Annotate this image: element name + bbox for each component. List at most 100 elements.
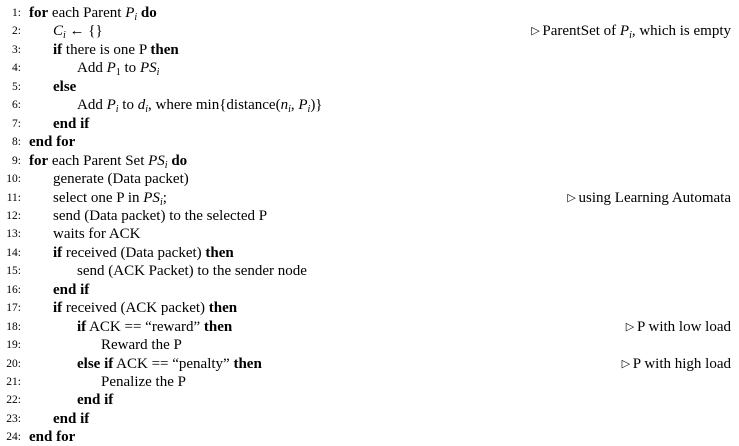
algorithm-line: 22:end if: [0, 391, 739, 409]
math-symbol: P: [125, 5, 135, 21]
line-number: 1:: [12, 7, 21, 19]
keyword: end if: [77, 392, 114, 409]
math-symbol: P: [619, 23, 630, 40]
line-number: 9:: [12, 154, 21, 167]
line-comment: ▷ using Learning Automata: [567, 189, 731, 207]
algorithm-line: 5: else: [0, 78, 739, 96]
line-number: 5:: [12, 80, 21, 93]
line-number: 15:: [6, 265, 21, 278]
code-statement: for each Parent Pi do: [29, 4, 157, 23]
math-symbol: P: [106, 60, 116, 77]
code-statement: send (Data packet) to the selected P: [53, 207, 267, 225]
code-text: Reward the P: [101, 337, 182, 354]
line-number: 20:: [6, 357, 21, 370]
comment-triangle-icon: ▷: [567, 191, 579, 204]
math-symbol: PS: [139, 60, 157, 77]
code-statement: end for: [29, 428, 75, 446]
algorithm-line: 12:send (Data packet) to the selected P: [0, 207, 739, 225]
algorithm-line: 9: for each Parent Set PSi do: [0, 152, 739, 171]
algorithm-line: 1: for each Parent Pi do: [0, 4, 739, 23]
keyword: then: [208, 300, 238, 317]
code-statement: Add P1 to PSi: [77, 59, 159, 78]
math-symbol: PS: [143, 189, 160, 206]
keyword: then: [205, 244, 234, 261]
line-number: 21:: [6, 376, 21, 388]
algorithm-line: 6:Add Pi to di, where min{distance(ni, P…: [0, 96, 739, 116]
math-symbol: i: [159, 196, 163, 208]
algorithm-line: 14:if received (Data packet) then: [0, 244, 739, 262]
line-comment: ▷ P with low load: [626, 318, 731, 336]
code-statement: if there is one P then: [53, 41, 179, 59]
math-symbol: n: [280, 97, 289, 114]
code-statement: if received (Data packet) then: [53, 244, 234, 262]
algorithm-line: 16: end if: [0, 281, 739, 299]
algorithm-line: 13:waits for ACK: [0, 225, 739, 243]
keyword: end if: [53, 410, 90, 427]
code-text: , where min{distance(: [148, 97, 281, 114]
code-text: ;: [162, 189, 167, 206]
algorithm-line: 2:Ci ← {}▷ ParentSet of Pi, which is emp…: [0, 22, 739, 41]
code-text: received (Data packet): [62, 244, 206, 261]
keyword: else: [53, 78, 77, 95]
code-text: )}: [310, 97, 323, 114]
code-statement: end if: [77, 391, 113, 409]
code-text: send (Data packet) to the selected P: [53, 207, 268, 224]
code-statement: waits for ACK: [53, 225, 141, 243]
keyword: do: [140, 5, 157, 21]
keyword: if: [53, 244, 63, 261]
code-text: to: [118, 97, 138, 114]
line-number: 3:: [12, 43, 21, 56]
keyword: then: [233, 355, 262, 372]
math-symbol: PS: [148, 152, 165, 169]
algorithm-line: 4:Add P1 to PSi: [0, 59, 739, 78]
line-number: 6:: [12, 99, 21, 112]
algorithm-line: 11:select one P in PSi;▷ using Learning …: [0, 189, 739, 208]
keyword: if: [53, 41, 63, 58]
code-text: to: [120, 60, 140, 77]
code-statement: end if: [53, 410, 89, 428]
code-text: waits for ACK: [53, 226, 141, 243]
algorithm-line: 7:end if: [0, 115, 739, 133]
code-statement: if received (ACK packet) then: [53, 299, 237, 317]
algorithm-line: 21:Penalize the P: [0, 373, 739, 391]
code-statement: if ACK == “reward” then: [77, 318, 232, 336]
algorithm-line: 24: end for: [0, 428, 739, 446]
code-text: ParentSet of: [542, 23, 620, 40]
code-statement: end if: [53, 281, 89, 299]
code-text: send (ACK Packet) to the sender node: [77, 263, 307, 280]
algorithm-line: 17:if received (ACK packet) then: [0, 299, 739, 317]
line-number: 24:: [6, 431, 21, 444]
keyword: end for: [29, 429, 76, 446]
line-number: 23:: [6, 412, 21, 425]
code-statement: send (ACK Packet) to the sender node: [77, 262, 307, 280]
line-number: 16:: [6, 283, 21, 296]
code-statement: select one P in PSi;: [53, 189, 167, 208]
keyword: end for: [29, 134, 76, 151]
math-symbol: i: [115, 104, 119, 116]
keyword: then: [203, 318, 233, 335]
code-statement: generate (Data packet): [53, 170, 189, 188]
algorithm-line: 8:end for: [0, 133, 739, 151]
code-text: , which is empty: [631, 23, 731, 40]
math-symbol: i: [134, 12, 138, 23]
code-statement: for each Parent Set PSi do: [29, 152, 187, 171]
keyword: if: [53, 300, 63, 317]
line-number: 19:: [6, 339, 21, 352]
line-comment: ▷ P with high load: [622, 355, 731, 373]
code-text: P with high load: [632, 355, 731, 372]
math-symbol: i: [307, 104, 311, 116]
line-number: 10:: [6, 173, 21, 186]
code-text: each Parent Set: [48, 152, 149, 169]
algorithm-line: 20:else if ACK == “penalty” then▷ P with…: [0, 355, 739, 373]
keyword: for: [29, 152, 49, 169]
line-comment: ▷ ParentSet of Pi, which is empty: [531, 22, 731, 41]
comment-triangle-icon: ▷: [625, 320, 637, 333]
code-statement: end if: [53, 115, 89, 133]
math-symbol: i: [145, 104, 148, 116]
algorithm-line: 15: send (ACK Packet) to the sender node: [0, 262, 739, 280]
code-text: ACK == “reward”: [86, 318, 204, 335]
algorithm-line: 19: Reward the P: [0, 336, 739, 354]
code-statement: end for: [29, 133, 75, 151]
math-symbol: C: [53, 23, 64, 40]
